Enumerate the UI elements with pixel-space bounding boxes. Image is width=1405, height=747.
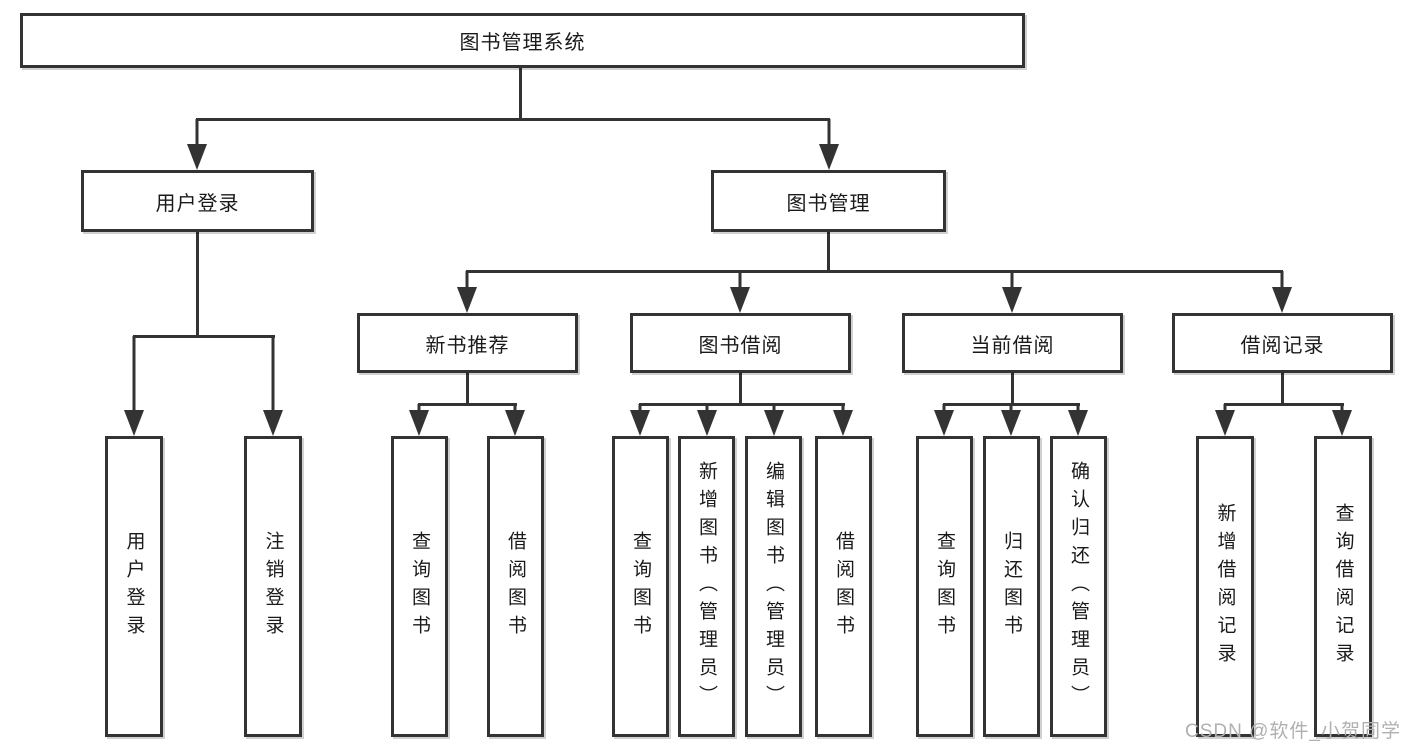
arrow-down-icon (505, 404, 525, 436)
arrow-down-icon (187, 119, 207, 170)
arrow-down-icon (730, 271, 750, 313)
node-book-borrowing: 图书借阅 (630, 313, 851, 373)
connector-line (739, 373, 742, 406)
watermark: CSDN @软件_小贺同学 (1185, 721, 1401, 742)
arrow-down-icon (457, 271, 477, 313)
arrow-down-icon (1332, 404, 1352, 436)
connector-line (418, 403, 517, 406)
arrow-down-icon (1215, 404, 1235, 436)
leaf-add-books-admin: 新增图书（管理员） (678, 436, 735, 737)
node-user-login: 用户登录 (81, 170, 314, 232)
leaf-add-borrow-record: 新增借阅记录 (1196, 436, 1254, 737)
connector-line (827, 232, 830, 273)
leaf-logout: 注销登录 (244, 436, 302, 737)
connector-line (519, 68, 522, 120)
arrow-down-icon (819, 119, 839, 170)
connector-line (133, 335, 275, 338)
arrow-down-icon (1002, 271, 1022, 313)
arrow-down-icon (934, 404, 954, 436)
connector-line (1281, 373, 1284, 406)
connector-line (639, 403, 845, 406)
leaf-edit-books-admin: 编辑图书（管理员） (745, 436, 802, 737)
arrow-down-icon (630, 404, 650, 436)
leaf-confirm-return-admin: 确认归还（管理员） (1050, 436, 1107, 737)
node-book-management: 图书管理 (711, 170, 946, 232)
node-new-book-recommendation: 新书推荐 (357, 313, 578, 373)
node-current-borrowing: 当前借阅 (902, 313, 1123, 373)
arrow-down-icon (697, 404, 717, 436)
leaf-query-borrow-record: 查询借阅记录 (1314, 436, 1372, 737)
node-borrowing-records: 借阅记录 (1172, 313, 1393, 373)
connector-line (196, 232, 199, 337)
arrow-down-icon (1001, 404, 1021, 436)
arrow-down-icon (764, 404, 784, 436)
arrow-down-icon (1272, 271, 1292, 313)
leaf-borrow-books-recommend: 借阅图书 (487, 436, 544, 737)
leaf-query-books-current: 查询图书 (916, 436, 973, 737)
arrow-down-icon (124, 336, 144, 436)
leaf-query-books-recommend: 查询图书 (391, 436, 448, 737)
connector-line (1224, 403, 1344, 406)
node-book-management-system: 图书管理系统 (20, 13, 1025, 68)
arrow-down-icon (1068, 404, 1088, 436)
leaf-return-books: 归还图书 (983, 436, 1040, 737)
arrow-down-icon (409, 404, 429, 436)
leaf-query-books-borrowing: 查询图书 (612, 436, 669, 737)
leaf-borrow-books: 借阅图书 (815, 436, 872, 737)
arrow-down-icon (833, 404, 853, 436)
connector-line (1011, 373, 1014, 406)
connector-line (196, 118, 830, 121)
leaf-user-login: 用户登录 (105, 436, 163, 737)
connector-line (466, 270, 1283, 273)
arrow-down-icon (263, 336, 283, 436)
connector-line (466, 373, 469, 406)
